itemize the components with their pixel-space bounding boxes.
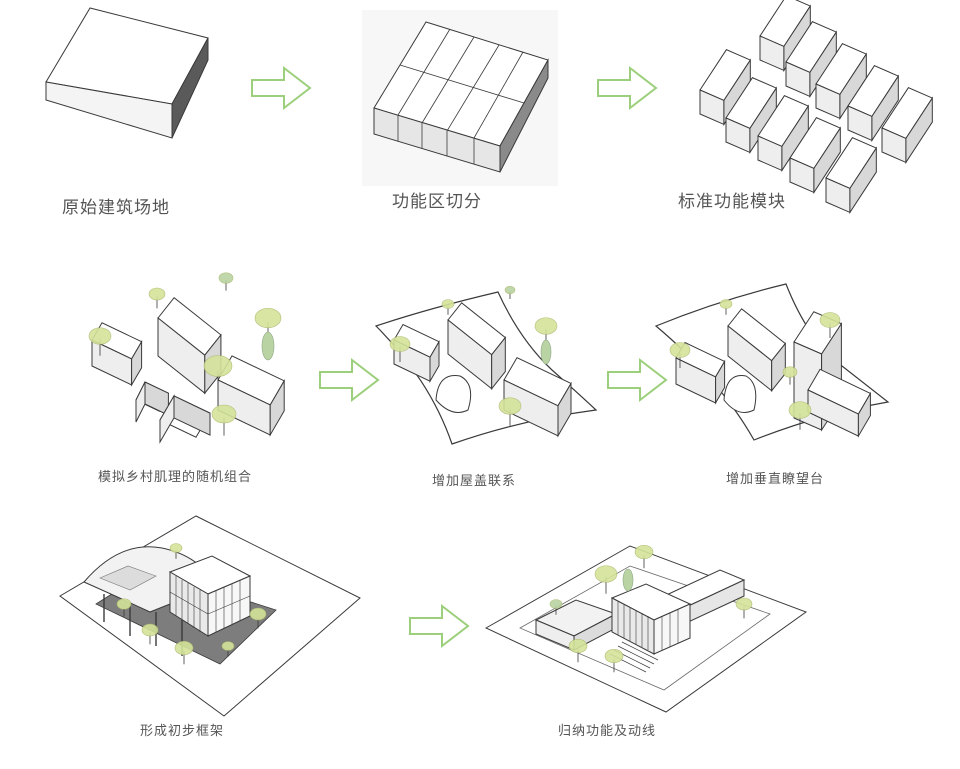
module-box: [503, 356, 572, 438]
tree-icon: [218, 272, 234, 291]
tree-icon: [221, 641, 235, 657]
right-arrow-icon: [409, 605, 469, 647]
tree-icon: [719, 299, 733, 315]
module-box: [725, 77, 778, 155]
tree-icon: [141, 623, 159, 645]
module-box: [159, 394, 211, 444]
tree-icon: [735, 597, 753, 619]
tree-icon: [498, 397, 522, 426]
tree-icon: [389, 336, 411, 362]
tree-icon: [568, 638, 588, 663]
step-caption: 形成初步框架: [140, 724, 225, 739]
tree-icon: [116, 598, 132, 617]
tree-icon: [634, 544, 654, 569]
step4-random-combination: [88, 272, 285, 444]
tree-icon: [549, 599, 563, 615]
right-arrow-icon: [607, 359, 667, 401]
step7-preliminary-frame: [59, 515, 361, 717]
step-caption: 增加垂直瞭望台: [726, 472, 825, 487]
module-box: [91, 322, 143, 387]
right-arrow-icon: [251, 67, 311, 109]
module-box: [789, 117, 842, 195]
step-caption: 归纳功能及动线: [558, 724, 657, 739]
tree-icon: [148, 287, 166, 309]
tree-icon: [669, 342, 691, 368]
module-box: [825, 137, 878, 215]
tree-icon: [169, 543, 183, 559]
module-box: [393, 323, 440, 384]
tree-icon: [249, 607, 267, 629]
module-box: [699, 49, 752, 127]
step-caption: 标准功能模块: [678, 192, 786, 212]
step6-vertical-tower: [654, 283, 890, 441]
tree-icon: [504, 285, 516, 299]
tree-icon: [782, 366, 798, 385]
tree-icon: [819, 312, 841, 338]
module-box: [807, 368, 872, 438]
cypress-tree-icon: [622, 568, 634, 592]
step-caption: 原始建筑场地: [62, 198, 170, 218]
tree-icon: [211, 404, 237, 436]
tree-icon: [604, 648, 624, 673]
curved-volume: [435, 375, 472, 413]
step5-roof-connection: [374, 285, 598, 445]
step-caption: 模拟乡村肌理的随机组合: [98, 470, 253, 485]
tree-icon: [203, 355, 233, 392]
module-box: [727, 308, 787, 393]
module-box: [815, 43, 868, 121]
tree-icon: [594, 565, 618, 594]
module-box: [881, 87, 934, 165]
cypress-tree-icon: [261, 331, 275, 361]
step1-site-block: [45, 7, 209, 139]
module-box: [447, 302, 507, 391]
step8-function-circulation: [484, 544, 808, 713]
module-box: [847, 65, 900, 143]
step3-standard-modules: [699, 0, 934, 215]
tree-icon: [174, 640, 194, 665]
module-box: [157, 297, 222, 395]
tree-icon: [441, 299, 455, 315]
tree-icon: [788, 401, 812, 430]
tree-icon: [88, 327, 112, 356]
curved-volume: [723, 375, 757, 413]
step2-zone-division: [362, 10, 558, 186]
cypress-tree-icon: [540, 339, 552, 365]
right-arrow-icon: [597, 67, 657, 109]
step-caption: 功能区切分: [392, 192, 482, 212]
module-box: [785, 21, 838, 99]
step-caption: 增加屋盖联系: [432, 474, 517, 489]
right-arrow-icon: [319, 359, 379, 401]
